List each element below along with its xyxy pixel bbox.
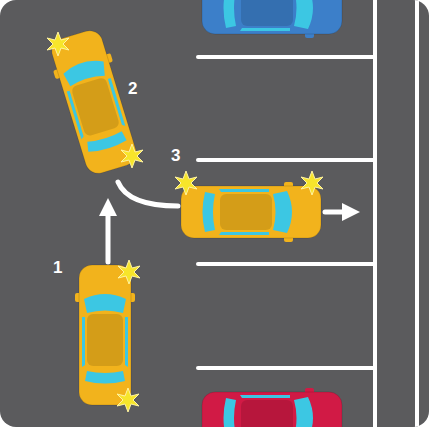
bay-line <box>198 262 375 266</box>
path-arrows <box>108 182 345 262</box>
impact-star <box>121 144 143 168</box>
impact-star <box>117 388 139 412</box>
yellow-car-step-2 <box>45 26 143 177</box>
bay-line <box>373 0 377 427</box>
parked-car-blue <box>202 0 342 38</box>
callout-number: 3 <box>171 147 180 165</box>
yellow-car-step-1 <box>75 265 135 405</box>
impact-star <box>118 260 140 284</box>
arrow-head <box>99 198 117 216</box>
yellow-car-step-3 <box>181 182 321 242</box>
bay-line <box>415 0 419 427</box>
path-line <box>106 214 111 262</box>
arrow-head <box>342 203 360 221</box>
path-line <box>118 182 178 206</box>
callout-number: 1 <box>53 259 62 277</box>
callout-number: 2 <box>128 80 137 98</box>
parked-car-red <box>202 388 342 427</box>
bay-line <box>198 55 375 59</box>
bay-line <box>198 158 375 162</box>
impact-star <box>175 171 197 195</box>
bay-line <box>198 366 375 370</box>
impact-star <box>47 32 69 56</box>
impact-star <box>301 171 323 195</box>
